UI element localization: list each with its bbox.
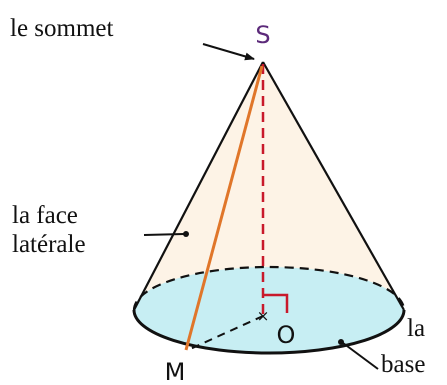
face-pointer-line xyxy=(143,233,185,236)
base-pointer-line xyxy=(342,342,379,370)
cone-right-side xyxy=(262,61,405,311)
face-pointer-dot xyxy=(183,231,189,237)
lateral-face-label-line2: latérale xyxy=(12,231,86,258)
point-letter: M xyxy=(165,358,186,385)
apex-letter: S xyxy=(255,21,270,49)
lateral-face-label-line1: la face xyxy=(12,202,78,229)
right-angle-mark xyxy=(263,293,289,313)
base-front-outline xyxy=(132,309,406,355)
base-label-line1: la xyxy=(407,315,425,342)
generatrix-line xyxy=(184,65,264,351)
cone-left-side xyxy=(133,61,264,311)
center-letter: O xyxy=(277,321,296,349)
apex-name-label: le sommet xyxy=(10,15,114,42)
apex-pointer-arrow xyxy=(202,43,255,61)
base-pointer-dot xyxy=(338,339,344,345)
center-cross: × xyxy=(257,307,270,325)
base-back-outline xyxy=(132,265,406,311)
base-label-line2: base xyxy=(381,351,425,378)
